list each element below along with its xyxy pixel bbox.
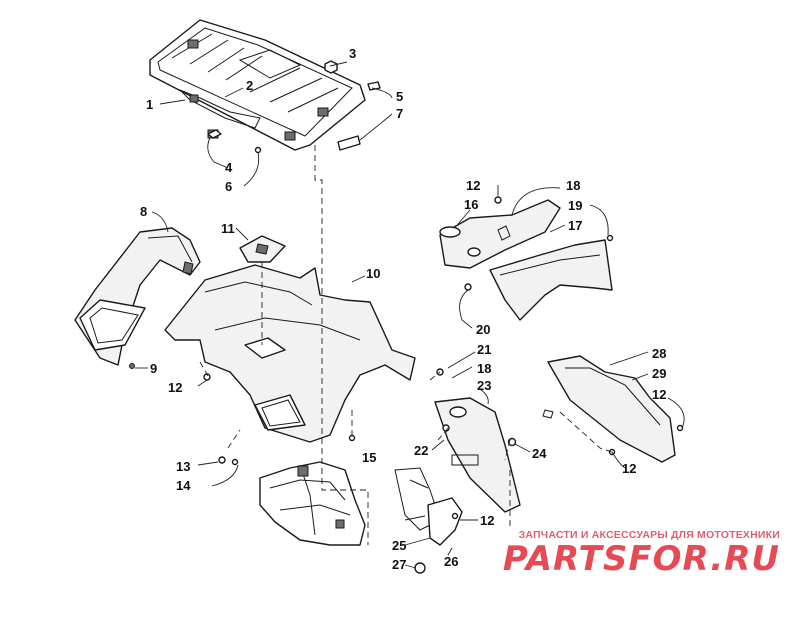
callout-1: 1 <box>146 97 153 112</box>
frame-section <box>259 461 463 574</box>
callout-22: 22 <box>414 443 428 458</box>
callout-23: 23 <box>477 378 491 393</box>
callout-13: 13 <box>176 459 190 474</box>
fasteners <box>129 196 684 520</box>
callout-7: 7 <box>396 106 403 121</box>
callout-2: 2 <box>246 78 253 93</box>
callout-17: 17 <box>568 218 582 233</box>
callout-5: 5 <box>396 89 403 104</box>
callout-26: 26 <box>444 554 458 569</box>
callout-14: 14 <box>176 478 191 493</box>
callout-9: 9 <box>150 361 157 376</box>
callout-12-panel: 12 <box>466 178 480 193</box>
callout-29: 29 <box>652 366 666 381</box>
callouts: 1 2 3 4 5 6 7 8 9 10 11 12 12 12 12 12 1… <box>140 46 666 572</box>
callout-3: 3 <box>349 46 356 61</box>
watermark: ЗАПЧАСТИ И АКСЕССУАРЫ ДЛЯ МОТОТЕХНИКИ PA… <box>480 529 780 577</box>
callout-20: 20 <box>476 322 490 337</box>
callout-28: 28 <box>652 346 666 361</box>
callout-10: 10 <box>366 266 380 281</box>
callout-12-frame: 12 <box>480 513 494 528</box>
storage-pad <box>239 235 286 263</box>
callout-15: 15 <box>362 450 376 465</box>
callout-18-flap: 18 <box>477 361 491 376</box>
mud-flap <box>434 397 521 513</box>
callout-18-panel: 18 <box>566 178 580 193</box>
watermark-logo: PARTSFOR.RU <box>502 539 780 579</box>
callout-24: 24 <box>532 446 547 461</box>
splash-guard <box>542 355 676 463</box>
callout-21: 21 <box>477 342 491 357</box>
callout-4: 4 <box>225 160 233 175</box>
callout-19: 19 <box>568 198 582 213</box>
callout-12-guard: 12 <box>652 387 666 402</box>
callout-27: 27 <box>392 557 406 572</box>
callout-16: 16 <box>464 197 478 212</box>
callout-12-guard-lower: 12 <box>622 461 636 476</box>
side-panel-lower <box>489 239 613 321</box>
side-panel-upper <box>439 199 561 269</box>
reference-lines <box>199 145 613 545</box>
main-fender <box>164 264 416 443</box>
callout-6: 6 <box>225 179 232 194</box>
callout-25: 25 <box>392 538 406 553</box>
callout-11: 11 <box>221 221 235 236</box>
callout-8: 8 <box>140 204 147 219</box>
watermark-tagline: ЗАПЧАСТИ И АКСЕССУАРЫ ДЛЯ МОТОТЕХНИКИ <box>518 529 780 541</box>
leader-lines <box>135 61 685 569</box>
front-fender <box>74 227 201 366</box>
rear-rack <box>149 19 366 151</box>
callout-12-fender: 12 <box>168 380 182 395</box>
